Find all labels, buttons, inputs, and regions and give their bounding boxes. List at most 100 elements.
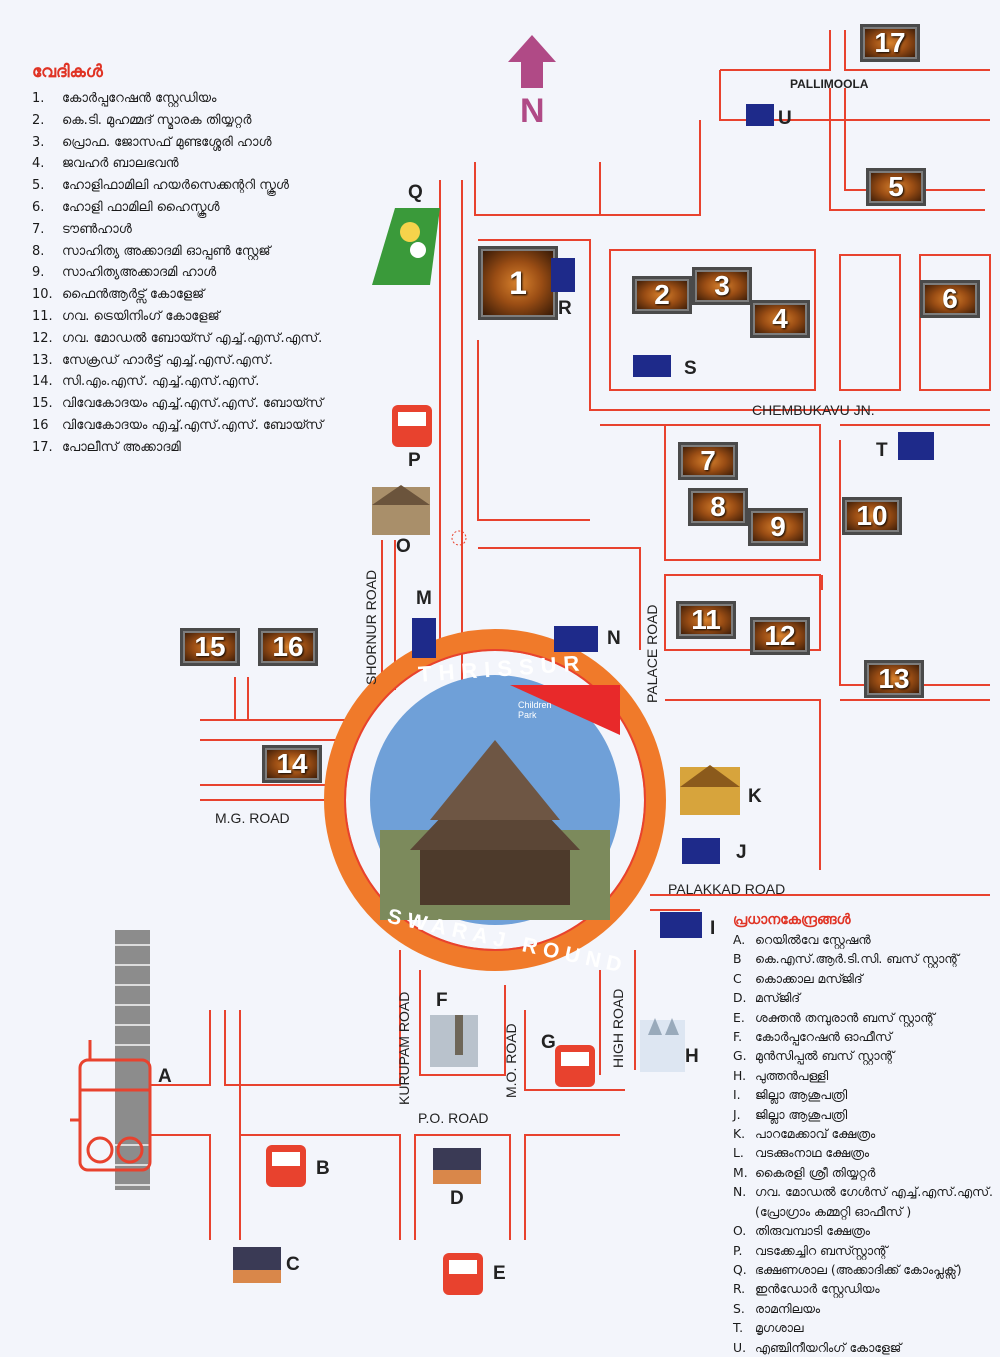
list-item: 11.ഗവ. ട്രെയിനിംഗ് കോളേജ് [32,308,220,324]
list-item: L.വടക്കുംനാഥ ക്ഷേത്രം [733,1145,870,1161]
venue-marker[interactable]: 13 [864,660,924,698]
place-label-p: P [408,450,421,471]
food-hall-icon [372,208,440,285]
list-item: 13.സേക്രഡ് ഹാർട്ട് എച്ച്.എസ്.എസ്. [32,352,273,368]
list-item: J.ജില്ലാ ആശുപത്രി [733,1106,848,1122]
road-label-kurupam: KURUPAM ROAD [396,991,412,1105]
venues-legend: വേദികൾ 1.കോർപ്പറേഷൻ സ്റ്റേഡിയം 2.കെ.ടി. … [32,62,323,459]
list-item: F.കോർപ്പറേഷൻ ഓഫീസ് [733,1029,892,1045]
place-label-i: I [710,918,716,939]
venue-marker[interactable]: 7 [678,442,738,480]
list-item: O.തിരുവമ്പാടി ക്ഷേത്രം [733,1223,870,1239]
venue-marker[interactable]: 6 [920,280,980,318]
road-label-palakkad: PALAKKAD ROAD [668,881,786,897]
venue-marker[interactable]: 4 [750,300,810,338]
list-item: S.രാമനിലയം [733,1300,821,1316]
venue-marker[interactable]: 9 [748,508,808,546]
list-item: (പ്രോഗ്രാം കമ്മറ്റി ഓഫീസ് ) [755,1203,912,1219]
venue-marker[interactable]: 16 [258,628,318,666]
place-label-u: U [778,108,792,129]
list-item: 10.ഫൈൻആർട്സ് കോളേജ് [32,287,205,303]
compass-label: N [520,92,545,130]
venue-marker[interactable]: 5 [866,168,926,206]
place-label-s: S [684,358,697,379]
list-item: 14.സി.എം.എസ്. എച്ച്.എസ്.എസ്. [32,374,260,390]
list-item: T.മൃഗശാല [733,1320,804,1336]
venues-list: 1.കോർപ്പറേഷൻ സ്റ്റേഡിയം 2.കെ.ടി. മുഹമ്മദ… [32,88,323,459]
children-park-label: Children Park [518,700,552,720]
road-label-high: HIGH ROAD [610,988,626,1068]
list-item: 5.ഹോളിഫാമിലി ഹയർസെക്കന്ററി സ്കൂൾ [32,178,289,194]
venue-marker[interactable]: 1 [478,246,558,320]
place-label-e: E [493,1263,506,1284]
place-label-c: C [286,1254,300,1275]
swaraj-round-ring [324,629,666,971]
place-label-n: N [607,628,621,649]
list-item: 17.പോലീസ് അക്കാദമി [32,439,181,455]
place-label-m: M [416,588,432,609]
place-marker-i[interactable] [660,912,702,938]
place-label-q: Q [408,182,423,203]
round-photo [370,675,620,925]
list-item: I.ജില്ലാ ആശുപത്രി [733,1087,848,1103]
venue-marker[interactable]: 11 [676,601,736,639]
venue-marker[interactable]: 10 [842,497,902,535]
mosque-icon [233,1148,481,1283]
list-item: 2.കെ.ടി. മുഹമ്മദ് സ്മാരക തിയ്യറ്റർ [32,112,252,128]
list-item: D.മസ്ജിദ് [733,990,801,1006]
temple-icon [372,485,740,815]
venue-marker[interactable]: 3 [692,267,752,305]
north-arrow-icon [508,35,556,88]
list-item: 4.ജവഹർ ബാലഭവൻ [32,156,179,172]
place-label-j: J [736,842,747,863]
list-item: P.വടക്കേച്ചിറ ബസ്സ്റ്റാന്റ് [733,1242,888,1258]
venue-marker[interactable]: 8 [688,488,748,526]
bus-icon [266,405,595,1295]
list-item: 15.വിവേകോദയം എച്ച്.എസ്.എസ്. ബോയ്സ് [32,396,324,412]
place-marker-s[interactable] [633,355,671,377]
place-marker-j[interactable] [682,838,720,864]
corporation-office-icon [430,1015,478,1067]
place-label-h: H [685,1046,699,1067]
place-label-k: K [748,786,762,807]
list-item: 1.കോർപ്പറേഷൻ സ്റ്റേഡിയം [32,91,217,106]
venue-marker[interactable]: 14 [262,745,322,783]
venue-marker[interactable]: 2 [632,276,692,314]
venue-marker[interactable]: 15 [180,628,240,666]
place-label-b: B [316,1158,330,1179]
list-item: 7.ടൗൺഹാൾ [32,221,132,237]
list-item: N.ഗവ. മോഡൽ ഗേൾസ് എച്ച്.എസ്.എസ്. [733,1184,993,1200]
junction-marker [451,530,467,546]
place-marker-r[interactable] [551,258,575,292]
list-item: Q.ഭക്ഷണശാല (അക്കാദിക്ക് കോംപ്ലക്സ്) [733,1261,962,1277]
list-item: E.ശക്തൻ തമ്പുരാൻ ബസ് സ്റ്റാന്റ് [733,1009,935,1025]
place-label-o: O [396,536,411,557]
place-marker-m[interactable] [412,618,436,658]
venue-marker[interactable]: 17 [860,24,920,62]
list-item: 9.സാഹിത്യഅക്കാദമി ഹാൾ [32,265,217,281]
list-item: U.എഞ്ചിനീയറിംഗ് കോളേജ് [733,1339,902,1355]
train-icon [70,1040,152,1172]
list-item: 8.സാഹിത്യ അക്കാദമി ഓപ്പൺ സ്റ്റേജ് [32,243,271,259]
venue-marker[interactable]: 12 [750,617,810,655]
place-marker-n[interactable] [554,626,598,652]
church-icon [640,1018,685,1072]
swaraj-round-inner [344,649,646,951]
road-label-mo: M.O. ROAD [503,1023,519,1098]
place-marker-u[interactable] [746,104,774,126]
place-label-d: D [450,1188,464,1209]
place-label-a: A [158,1066,172,1087]
place-marker-t[interactable] [898,432,934,460]
list-item: M.കൈരളി ശ്രീ തിയ്യറ്റർ [733,1164,876,1180]
road-network [150,30,991,1240]
road-label-shornur: SHORNUR ROAD [363,569,379,685]
place-label-r: R [558,298,572,319]
list-item: K.പാറമേക്കാവ് ക്ഷേത്രം [733,1126,876,1142]
road-label-po: P.O. ROAD [418,1110,489,1126]
list-item: R.ഇൻഡോർ സ്റ്റേഡിയം [733,1281,880,1297]
place-label-g: G [541,1032,556,1053]
